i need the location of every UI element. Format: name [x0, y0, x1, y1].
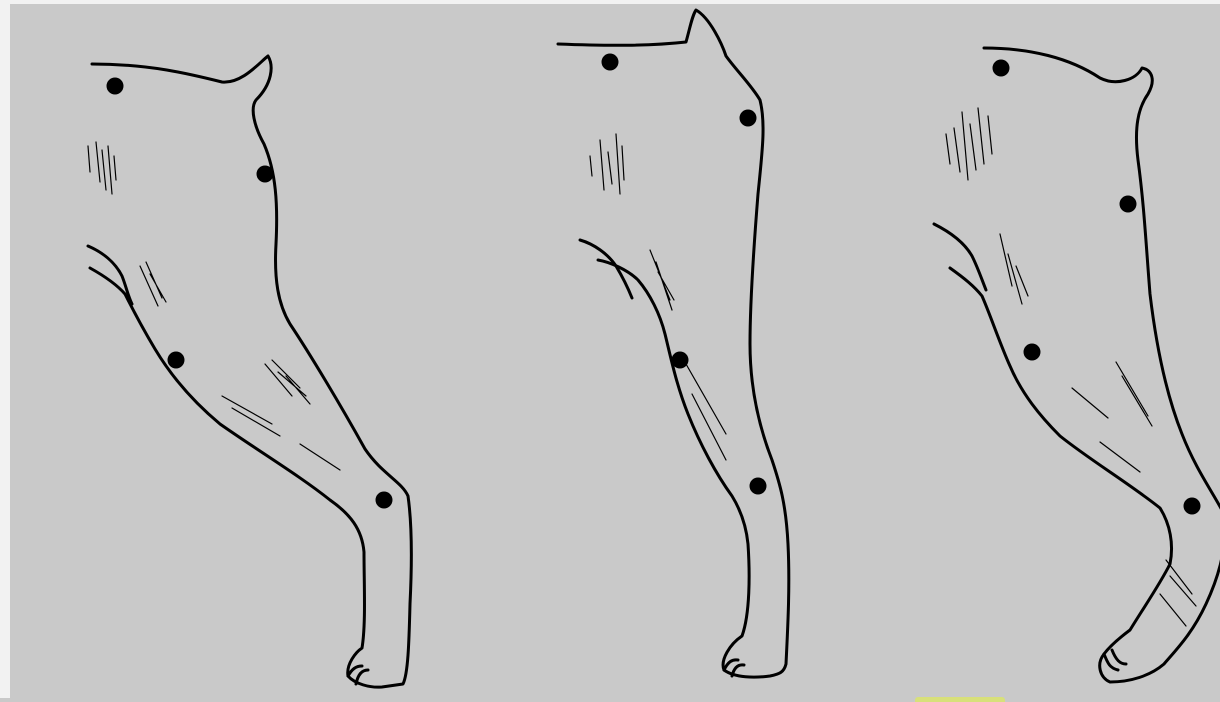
leg-panel-1 [88, 56, 411, 687]
landmark-dot-3b [1120, 196, 1137, 213]
landmark-dot-3c [1024, 344, 1041, 361]
leg-diagram [10, 4, 1220, 702]
elbow-fold-3 [934, 224, 986, 290]
landmark-dot-1c [168, 352, 185, 369]
leg-outline-2 [558, 10, 789, 677]
landmark-dot-2b [740, 110, 757, 127]
landmark-dot-1d [376, 492, 393, 509]
landmark-dot-2a [602, 54, 619, 71]
leg-panel-3 [934, 48, 1220, 682]
landmark-dot-2d [750, 478, 767, 495]
leg-outline-1 [90, 56, 411, 687]
landmark-dot-3d [1184, 498, 1201, 515]
leg-panel-2 [558, 10, 789, 677]
shading-lines-3 [946, 108, 1196, 626]
landmark-dot-1b [257, 166, 274, 183]
landmark-dot-1a [107, 78, 124, 95]
shading-lines-2 [590, 134, 726, 460]
landmark-dot-3a [993, 60, 1010, 77]
landmark-dot-2c [672, 352, 689, 369]
